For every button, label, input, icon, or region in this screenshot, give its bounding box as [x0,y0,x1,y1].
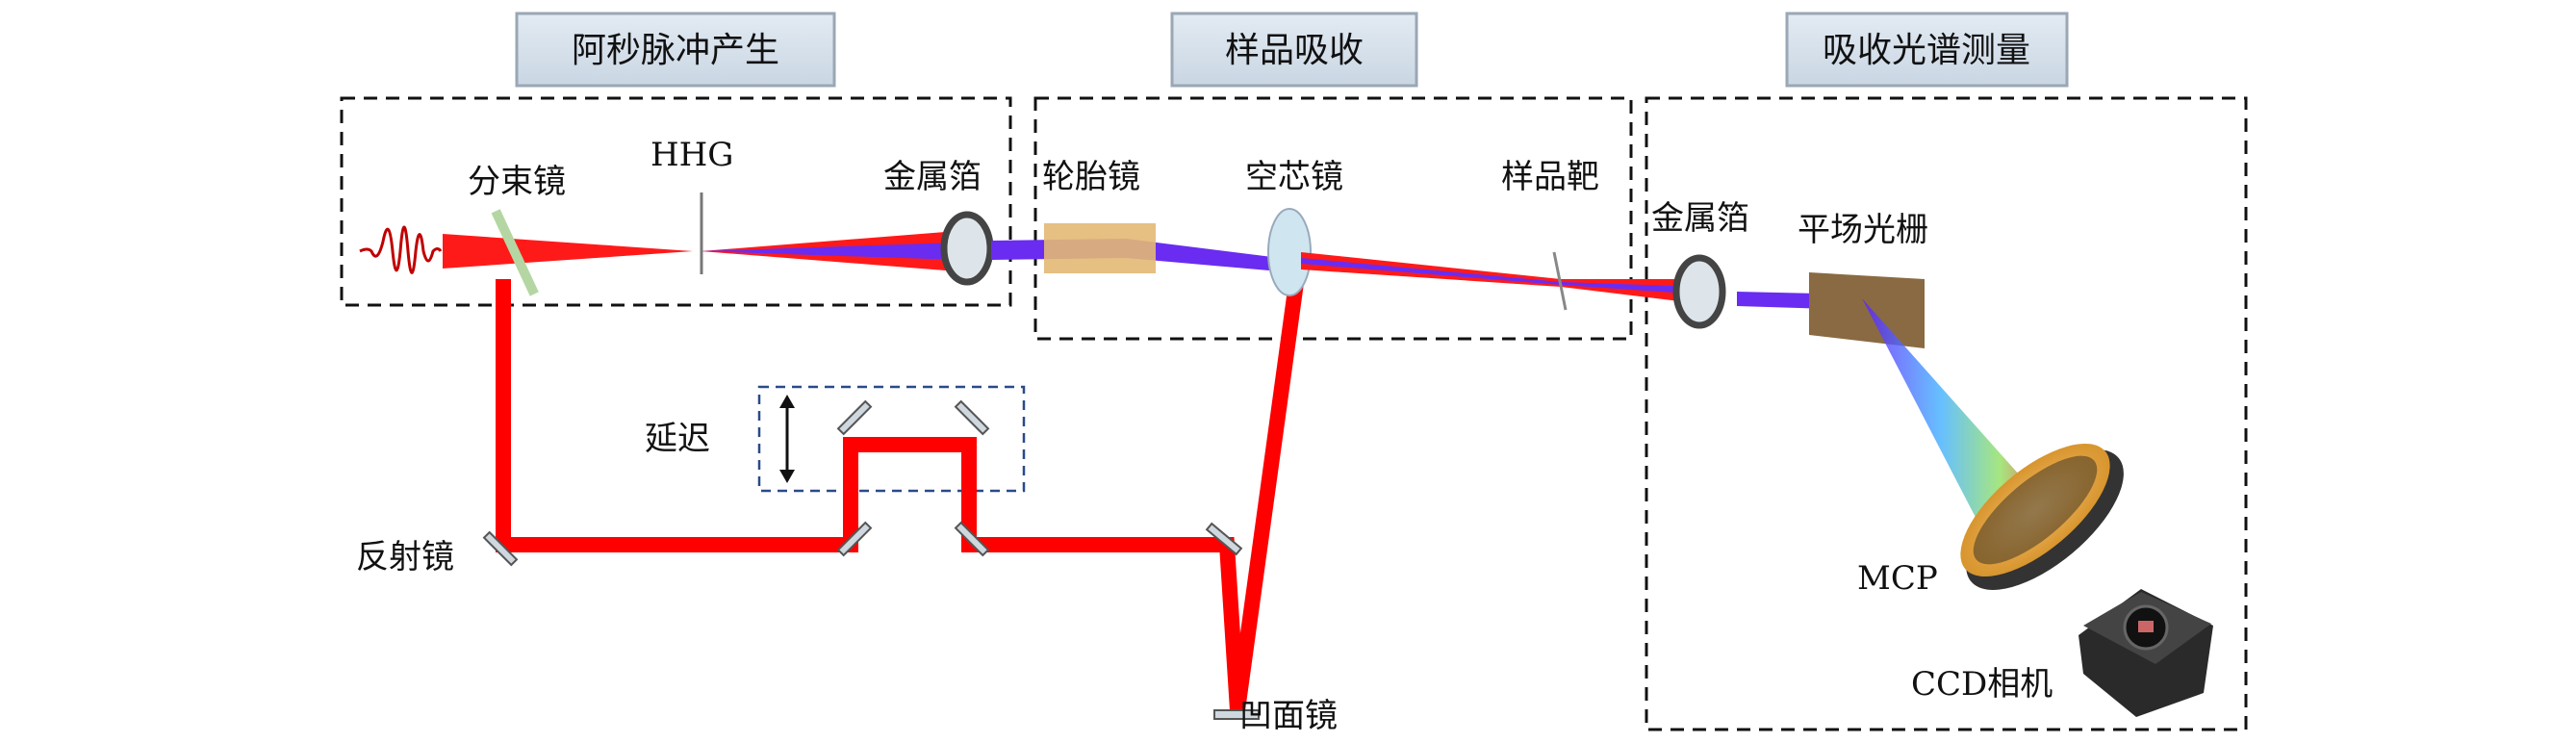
combined-xuv-beam [1301,258,1703,295]
reflector-label: 反射镜 [356,538,454,576]
section-title-absorption-spectrum: 吸收光谱测量 [1785,12,2069,88]
delay-arrow-icon [779,395,795,483]
metal-foil-1-label: 金属箔 [883,158,982,196]
svg-text:吸收光谱测量: 吸收光谱测量 [1823,31,2030,70]
spectrum-measurement-region [1645,96,2248,731]
mcp-detector [1960,443,2124,590]
hollow-mirror-label: 空芯镜 [1245,158,1343,196]
metal-foil-2-label: 金属箔 [1651,199,1749,238]
grating-label: 平场光栅 [1798,211,1928,249]
metal-foil-1 [940,211,994,286]
mcp-label: MCP [1857,559,1938,598]
laser-pulse-icon [359,225,443,274]
sample-target [1552,251,1568,311]
flat-field-grating [1809,272,1925,348]
delay-label: 延迟 [645,420,710,458]
beam-splitter [491,209,539,296]
probe-laser-beam [496,260,1307,712]
svg-text:样品吸收: 样品吸收 [1225,31,1364,70]
xuv-cone [701,243,957,260]
sample-target-label: 样品靶 [1501,158,1599,196]
section-title-attosecond-generation: 阿秒脉冲产生 [515,12,836,88]
ccd-camera-label: CCD相机 [1911,665,2053,704]
delay-region [757,385,1026,493]
attosecond-generation-region [340,96,1012,307]
sample-absorption-region [1033,96,1633,341]
svg-text:阿秒脉冲产生: 阿秒脉冲产生 [572,31,779,70]
metal-foil-2 [1672,254,1726,329]
toroidal-mirror [1044,223,1156,273]
drive-laser-beam [443,234,693,269]
ccd-camera [2079,589,2213,717]
toroidal-mirror-label: 轮胎镜 [1042,158,1140,196]
hhg-label: HHG [650,136,733,174]
delay-mirrors [482,399,1260,720]
concave-mirror-label: 凹面镜 [1239,697,1338,735]
section-title-sample-absorption: 样品吸收 [1170,12,1418,88]
hollow-core-mirror [1267,208,1312,296]
beam-splitter-label: 分束镜 [468,163,566,201]
